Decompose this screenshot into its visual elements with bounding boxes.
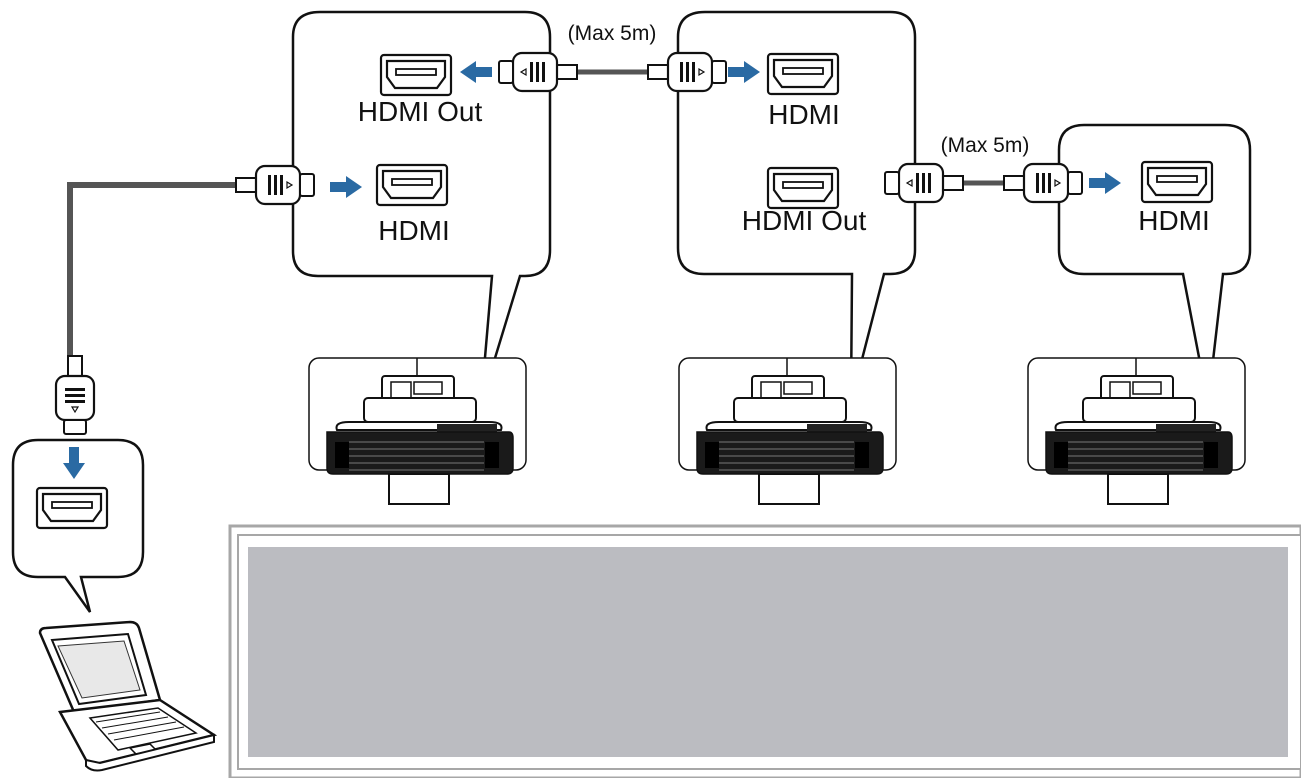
info-panel	[248, 547, 1288, 757]
projector-icon	[308, 357, 527, 505]
hdmi-in-label: HDMI	[378, 215, 450, 246]
cable-length-label: (Max 5m)	[568, 22, 657, 45]
hdmi-in-port-icon	[766, 52, 840, 96]
hdmi-out-port-icon	[379, 53, 453, 97]
hdmi-plug-icon	[54, 354, 96, 436]
laptop-icon	[38, 620, 218, 772]
callout-bubble-projector-1	[291, 10, 552, 405]
hdmi-in-port-icon	[375, 163, 449, 207]
cable-length-label: (Max 5m)	[941, 134, 1030, 157]
hdmi-in-label: HDMI	[1138, 205, 1210, 236]
hdmi-out-label: HDMI Out	[358, 96, 483, 127]
hdmi-in-port-icon	[1140, 160, 1214, 204]
computer-cable	[67, 182, 236, 356]
hdmi-out-port-icon	[766, 166, 840, 210]
hdmi-out-label: HDMI Out	[742, 205, 867, 236]
hdmi-port-icon	[35, 486, 109, 530]
projector-icon	[1027, 357, 1246, 505]
hdmi-in-label: HDMI	[768, 99, 840, 130]
projector-icon	[678, 357, 897, 505]
